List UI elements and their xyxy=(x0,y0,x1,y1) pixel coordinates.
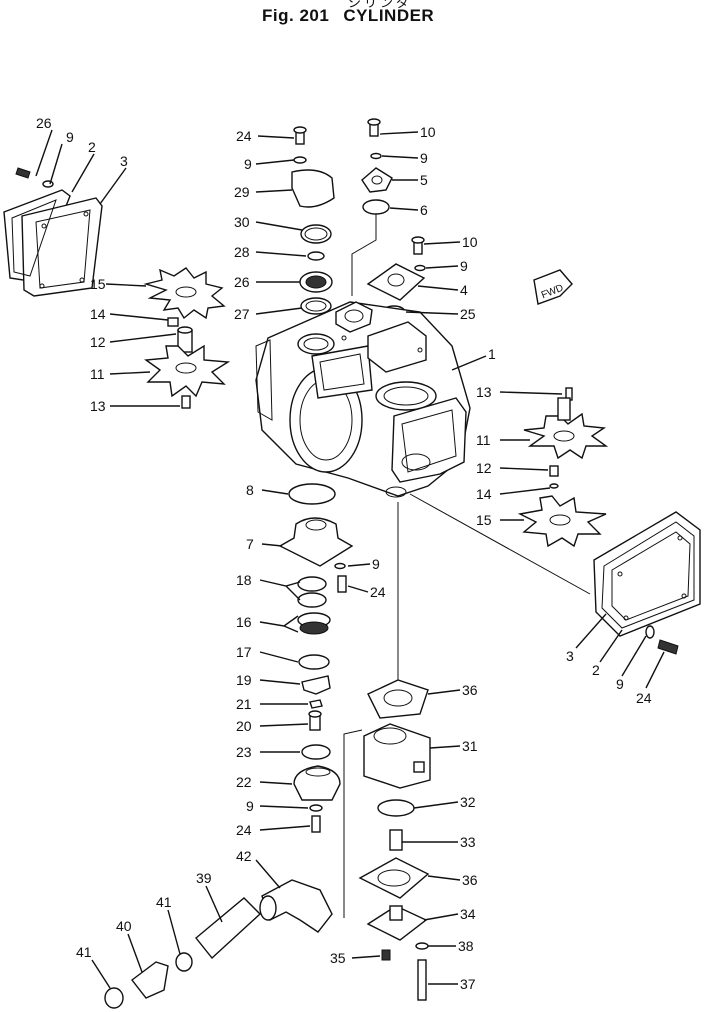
callout-12: 12 xyxy=(90,334,106,350)
callout-15: 15 xyxy=(476,512,492,528)
callout-23: 23 xyxy=(236,744,252,760)
figure-number: Fig. 201 xyxy=(262,6,330,25)
lower-left-column-parts xyxy=(278,483,354,833)
callout-11: 11 xyxy=(476,432,491,448)
callout-32: 32 xyxy=(460,794,476,810)
leader-lines xyxy=(35,129,665,989)
callout-9: 9 xyxy=(244,156,252,172)
left-shaft-and-impeller xyxy=(144,317,231,409)
callout-17: 17 xyxy=(236,644,252,660)
callout-10: 10 xyxy=(420,124,436,140)
callout-14: 14 xyxy=(90,306,106,322)
callout-9: 9 xyxy=(460,258,468,274)
callout-24: 24 xyxy=(370,584,386,600)
callout-2: 2 xyxy=(88,139,96,155)
callout-26: 26 xyxy=(234,274,250,290)
figure-title: Fig. 201 CYLINDER xyxy=(262,6,434,26)
japanese-subtitle: シリンダ xyxy=(348,0,413,10)
callout-25: 25 xyxy=(460,306,476,322)
callout-38: 38 xyxy=(458,938,474,954)
callout-41: 41 xyxy=(76,944,92,960)
callout-40: 40 xyxy=(116,918,132,934)
lower-right-column-parts xyxy=(358,679,431,1001)
callout-3: 3 xyxy=(566,648,574,664)
callout-2: 2 xyxy=(592,662,600,678)
callout-33: 33 xyxy=(460,834,476,850)
callout-numbers: 26 9 2 3 15 14 12 11 13 24 9 29 30 28 26… xyxy=(36,115,652,992)
right-shaft-and-impeller xyxy=(523,387,609,489)
callout-9: 9 xyxy=(246,798,254,814)
callout-1: 1 xyxy=(488,346,496,362)
right-impeller-lower xyxy=(517,495,607,548)
callout-29: 29 xyxy=(234,184,250,200)
callout-9: 9 xyxy=(372,556,380,572)
callout-22: 22 xyxy=(236,774,252,790)
callout-41: 41 xyxy=(156,894,172,910)
callout-13: 13 xyxy=(90,398,106,414)
callout-34: 34 xyxy=(460,906,476,922)
callout-24: 24 xyxy=(236,128,252,144)
callout-18: 18 xyxy=(236,572,252,588)
left-impeller-upper xyxy=(143,267,226,320)
right-cover-assembly xyxy=(593,511,701,655)
callout-42: 42 xyxy=(236,848,252,864)
callout-9: 9 xyxy=(616,676,624,692)
cylinder-body xyxy=(255,301,471,498)
callout-24: 24 xyxy=(636,690,652,706)
callout-8: 8 xyxy=(246,482,254,498)
suction-piping xyxy=(104,879,333,1009)
callout-39: 39 xyxy=(196,870,212,886)
callout-26: 26 xyxy=(36,115,52,131)
callout-36: 36 xyxy=(462,682,478,698)
fwd-direction-marker: FWD xyxy=(533,269,573,305)
callout-31: 31 xyxy=(462,738,478,754)
callout-4: 4 xyxy=(460,282,468,298)
callout-28: 28 xyxy=(234,244,250,260)
callout-3: 3 xyxy=(120,153,128,169)
callout-37: 37 xyxy=(460,976,476,992)
callout-19: 19 xyxy=(236,672,252,688)
callout-10: 10 xyxy=(462,234,478,250)
figure-name: CYLINDER xyxy=(343,6,435,25)
callout-15: 15 xyxy=(90,276,106,292)
callout-6: 6 xyxy=(420,202,428,218)
callout-14: 14 xyxy=(476,486,492,502)
callout-27: 27 xyxy=(234,306,250,322)
callout-24: 24 xyxy=(236,822,252,838)
callout-11: 11 xyxy=(90,366,105,382)
top-left-column-parts xyxy=(291,126,335,315)
callout-9: 9 xyxy=(420,150,428,166)
top-right-column-parts xyxy=(361,118,426,319)
callout-21: 21 xyxy=(236,696,252,712)
callout-35: 35 xyxy=(330,950,346,966)
callout-30: 30 xyxy=(234,214,250,230)
callout-36: 36 xyxy=(462,872,478,888)
callout-12: 12 xyxy=(476,460,492,476)
callout-20: 20 xyxy=(236,718,252,734)
callout-7: 7 xyxy=(246,536,254,552)
left-cover-assembly xyxy=(3,167,103,297)
callout-5: 5 xyxy=(420,172,428,188)
callout-16: 16 xyxy=(236,614,252,630)
callout-13: 13 xyxy=(476,384,492,400)
callout-9: 9 xyxy=(66,129,74,145)
